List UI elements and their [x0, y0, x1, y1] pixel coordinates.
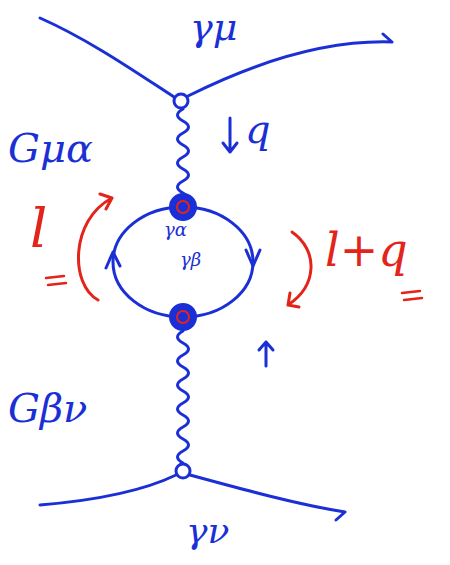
photon-propagator — [178, 109, 189, 205]
momentum-arrow — [223, 118, 237, 152]
vertex — [174, 94, 188, 108]
momentum-label: l — [30, 198, 47, 260]
vertex-label: γν — [186, 510, 229, 551]
loop-momentum-arrow — [288, 232, 311, 307]
momentum-label: l+q — [325, 224, 408, 277]
vertex-mark — [177, 311, 189, 323]
momentum-label: q — [245, 106, 271, 152]
propagator-label: Gβν — [8, 385, 87, 431]
propagator-label: Gμα — [8, 125, 93, 171]
fermion-loop — [113, 207, 253, 317]
fermion-line — [40, 18, 174, 97]
vertex — [176, 464, 190, 478]
vertex-mark — [177, 201, 189, 213]
momentum-arrow — [259, 342, 273, 366]
vertex-label: γβ — [180, 250, 201, 271]
photon-propagator — [178, 331, 189, 463]
vertex-label: γμ — [190, 6, 237, 50]
underline-mark — [402, 291, 422, 300]
fermion-line — [40, 475, 176, 505]
underline-mark — [46, 276, 66, 285]
loop-vertex — [170, 194, 196, 220]
loop-arrow — [106, 252, 120, 268]
loop-vertex — [170, 304, 196, 330]
loop-arrow — [246, 250, 260, 266]
loop-momentum-arrow — [78, 194, 112, 300]
vertex-label: γα — [164, 220, 187, 241]
